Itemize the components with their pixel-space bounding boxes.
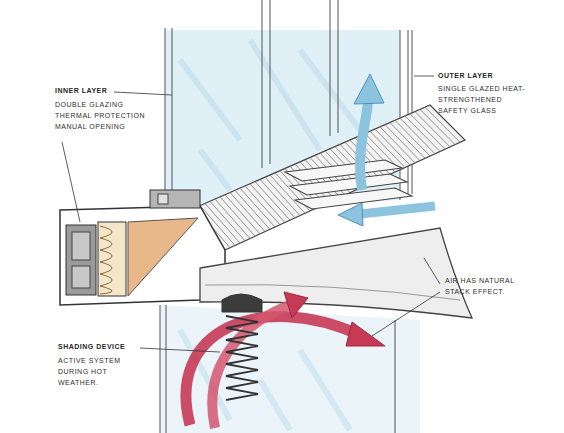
air-arrows-blue — [338, 203, 363, 226]
mullion-lines — [160, 305, 161, 433]
glass-wash — [160, 305, 420, 433]
air-arrows-red — [346, 322, 385, 346]
slab-section — [100, 226, 112, 294]
mullion-lines — [172, 28, 173, 210]
shading-device — [222, 294, 262, 312]
floor-grating — [190, 105, 465, 250]
curved-soffit — [200, 228, 472, 318]
floor-grating — [225, 195, 260, 234]
slab-section — [66, 225, 96, 295]
leader-lines — [140, 348, 220, 352]
mullion-lines — [270, 0, 271, 164]
air-arrows-red — [212, 305, 290, 428]
floor-grating — [235, 190, 270, 229]
air-arrows-red — [186, 292, 385, 428]
floor-grating — [230, 193, 265, 232]
slab-section — [98, 222, 126, 296]
slab-section — [150, 190, 200, 208]
mullion-lines — [262, 0, 263, 168]
air-arrows-blue — [360, 206, 435, 214]
air-arrows-blue — [360, 102, 368, 190]
mullion-lines — [408, 30, 409, 196]
device-heading: SHADING DEVICE — [58, 342, 148, 353]
floor-grating — [240, 188, 275, 227]
leader-lines — [414, 76, 434, 77]
floor-grating — [395, 120, 430, 156]
floor-grating — [255, 182, 290, 221]
floor-grating — [375, 129, 410, 165]
floor-grating — [265, 177, 300, 215]
louvre-blades — [285, 160, 412, 209]
airflow-note: AIR HAS NATURAL STACK EFFECT. — [445, 276, 519, 298]
leader-lines — [62, 142, 80, 222]
slab-section — [72, 232, 90, 260]
floor-grating — [390, 123, 425, 159]
curved-soffit — [200, 228, 472, 318]
mullion-lines — [165, 28, 166, 212]
mullion-lines — [330, 0, 331, 136]
slab-section — [128, 218, 198, 296]
floor-grating — [410, 114, 445, 149]
leader-lines — [372, 292, 440, 336]
mullion-lines — [412, 30, 413, 194]
mullion-lines — [338, 0, 339, 133]
floor-grating — [245, 186, 280, 225]
floor-grating — [260, 179, 295, 218]
layer-note: DOUBLE GLAZING THERMAL PROTECTION MANUAL… — [55, 100, 155, 133]
floor-grating — [385, 125, 420, 161]
air-arrows-blue — [338, 74, 435, 226]
slab-section — [158, 194, 168, 204]
air-arrows-blue — [354, 74, 384, 104]
mullion-lines — [166, 305, 167, 433]
shading-device — [226, 316, 258, 400]
floor-grating — [215, 199, 250, 238]
floor-grating — [405, 116, 440, 152]
layer-note: SINGLE GLAZED HEAT-STRENGTHENED SAFETY G… — [438, 84, 534, 117]
floor-grating — [250, 184, 285, 223]
mullion-lines — [400, 30, 401, 200]
shading-device — [222, 294, 262, 400]
floor-grating — [190, 105, 465, 250]
floor-grating — [270, 175, 305, 213]
layer-heading: INNER LAYER — [55, 86, 165, 97]
floor-grating — [400, 118, 435, 154]
leader-lines — [424, 258, 440, 284]
mullion-lines — [395, 320, 396, 433]
floor-grating — [220, 197, 255, 236]
leader-lines — [114, 92, 172, 95]
layer-heading: OUTER LAYER — [438, 71, 548, 82]
floor-grating — [380, 127, 415, 163]
slab-section — [72, 266, 90, 288]
air-arrows-red — [284, 292, 308, 318]
floor-grating — [420, 109, 455, 144]
floor-grating — [415, 112, 450, 147]
device-note: ACTIVE SYSTEM DURING HOT WEATHER. — [58, 356, 130, 389]
